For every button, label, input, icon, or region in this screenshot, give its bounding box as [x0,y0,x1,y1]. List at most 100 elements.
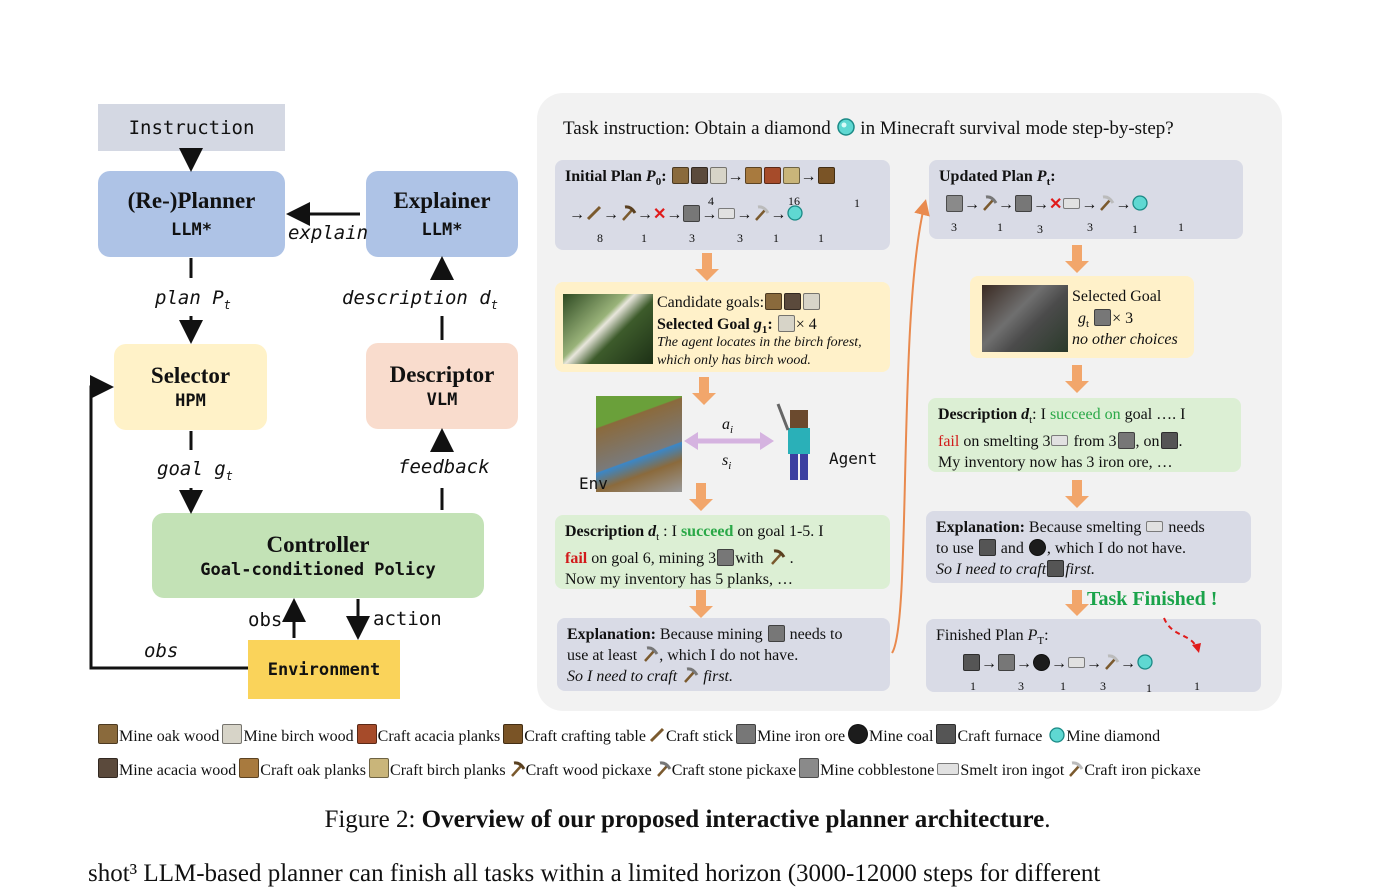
stone-pickaxe-icon [641,645,659,663]
count: 1 [818,231,824,245]
coal-icon [848,724,869,744]
diamond-icon [836,117,856,137]
count: 3 [1100,679,1106,693]
count: 1 [1194,679,1200,693]
initial-plan-card: Initial Plan P0: →→ 4 16 1 →→→✕→→→→ 8 1 … [555,160,890,250]
selector-title: Selector [150,363,231,388]
iron-ingot-icon [1068,657,1085,668]
controller-sub: Goal-conditioned Policy [200,559,436,580]
iron-ore-icon [717,549,735,567]
oak-planks-icon [239,758,260,778]
count: 1 [854,196,860,210]
selected-goal-card-2: Selected Goal gt × 3 no other choices [970,276,1194,358]
initial-plan-row2: →→→✕→→→→ [569,204,804,225]
count: 1 [1178,220,1184,234]
environment-box: Environment [248,640,400,699]
count: 1 [997,220,1003,234]
description-card-1: Description dt : I succeed on goal 1-5. … [555,515,890,589]
count: 3 [1037,222,1043,236]
oak-wood-icon [98,724,118,744]
count: 3 [1018,679,1024,693]
action-label: action [373,608,442,630]
iron-ore-icon [1094,309,1112,326]
birch-planks-icon [369,758,390,778]
obs-label: obs [248,609,283,631]
iron-ore-icon [1015,195,1032,212]
acacia-planks-icon [763,167,781,184]
descriptor-title: Descriptor [389,362,495,387]
env-image [596,396,682,492]
count: 1 [1060,679,1066,693]
count: 3 [737,231,743,245]
state-var: si [722,452,732,473]
planner-sub: LLM* [171,220,212,240]
coal-icon [1028,539,1046,556]
iron-ore-icon [998,654,1015,671]
iron-ingot-icon [937,763,960,775]
count: 1 [773,231,779,245]
count: 1 [970,679,976,693]
fail-mark: ✕ [1049,196,1063,213]
stick-icon [585,204,603,222]
acacia-planks-icon [356,724,377,744]
stone-pickaxe-icon [980,194,998,212]
iron-pickaxe-icon [1097,194,1115,212]
diamond-icon [1048,726,1066,744]
left-arrows [89,148,454,670]
birch-planks-icon [782,167,800,184]
count: 16 [788,194,800,208]
count: 1 [1132,222,1138,236]
agent-image [772,400,822,486]
cave-image [982,285,1068,352]
count: 8 [597,231,603,245]
count: 3 [1087,220,1093,234]
controller-title: Controller [266,531,370,557]
birch-forest-image [563,294,653,364]
oak-wood-icon [671,167,689,184]
planner-box: (Re-)Planner LLM* [98,171,285,257]
obs-loop-label: obs [144,640,179,662]
planner-title: (Re-)Planner [127,188,256,213]
iron-ingot-icon [1146,521,1164,532]
diamond-icon [1136,653,1154,671]
birch-wood-icon [803,293,821,310]
wood-pickaxe-icon [619,204,637,222]
acacia-wood-icon [690,167,708,184]
environment-label: Environment [267,659,381,680]
explanation-card-2: Explanation: Because smelting needs to u… [926,511,1251,583]
figure-caption: Figure 2: Overview of our proposed inter… [324,806,1051,833]
oak-wood-icon [765,293,783,310]
iron-ore-icon [736,724,757,744]
iron-pickaxe-icon [1102,653,1120,671]
wood-pickaxe-icon [768,548,786,566]
furnace-icon [963,654,980,671]
task-finished-label: Task Finished ! [1087,588,1218,610]
task-instruction: Task instruction: Obtain a diamond in Mi… [563,117,1174,139]
count: 3 [689,231,695,245]
coal-icon [1033,654,1050,671]
explainer-title: Explainer [393,188,491,213]
iron-pickaxe-icon [1066,760,1084,778]
controller-box: Controller Goal-conditioned Policy [152,513,484,598]
crafting-table-icon [817,167,835,184]
initial-plan-title: Initial Plan P0: →→ [565,166,880,193]
instruction-box: Instruction [98,104,285,151]
descriptor-sub: VLM [426,390,458,410]
birch-wood-icon [777,315,795,332]
count: 4 [708,194,714,208]
explain-label: explain [288,222,369,244]
iron-ingot-icon [1063,198,1081,209]
updated-plan-card: Updated Plan Pt: →→→✕→→ 3 1 3 3 1 1 [929,160,1243,239]
explanation-card-1: Explanation: Because mining needs to use… [557,618,890,691]
finished-plan-card: Finished Plan PT: →→→→→ 1 3 1 3 1 1 [926,619,1261,695]
furnace-icon [1160,432,1178,450]
iron-ore-icon [1117,432,1135,450]
furnace-icon [978,539,996,556]
feedback-label: feedback [398,456,490,478]
iron-ore-icon [683,205,701,222]
crafting-table-icon [503,724,524,744]
oak-planks-icon [744,167,762,184]
iron-ingot-icon [718,208,736,219]
